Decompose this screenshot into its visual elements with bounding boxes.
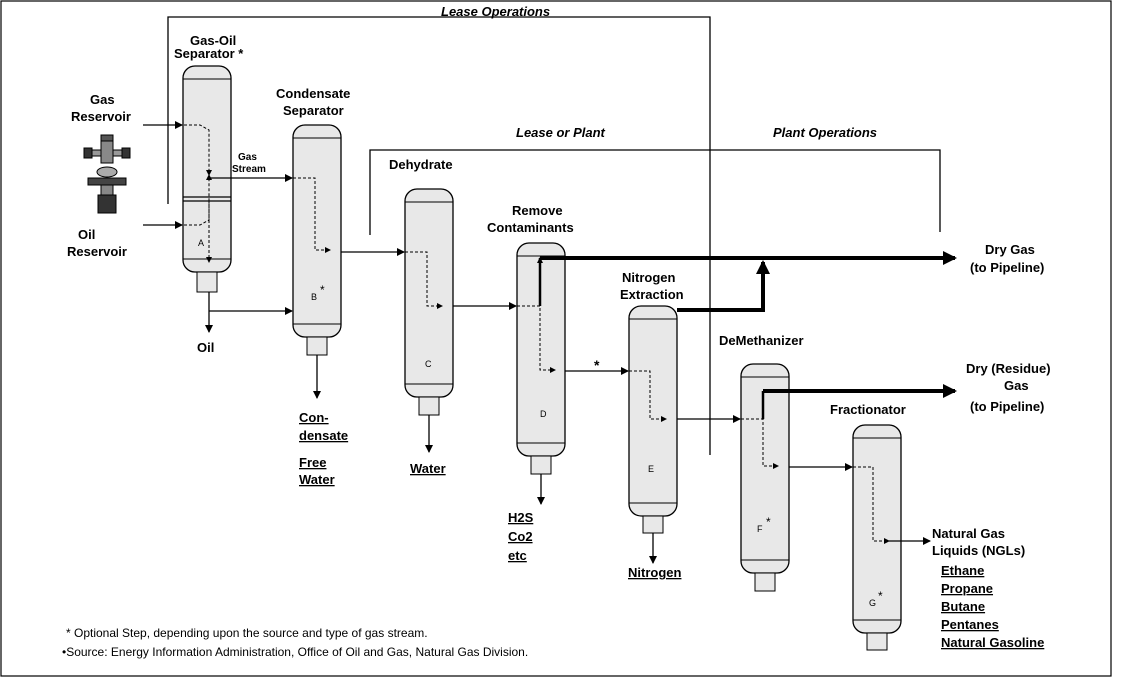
vessel-f-letter: F [757,524,763,534]
footnote-optional: * Optional Step, depending upon the sour… [66,626,428,640]
nitrogen-extraction-title-1: Nitrogen [622,270,676,285]
co2-label: Co2 [508,529,533,544]
ngl-title-2: Liquids (NGLs) [932,543,1025,558]
fractionator-vessel [852,424,902,651]
water-output-label: Water [410,461,446,476]
condensate-separator-title-2: Separator [283,103,344,118]
wellhead-icon [83,134,131,214]
vessel-c-internal [405,251,443,309]
vessel-e-letter: E [648,464,654,474]
vessel-a-internal-oil [184,174,212,226]
vessel-f-star: * [766,515,771,529]
ngl-item-ethane: Ethane [941,563,984,578]
gas-stream-label-2: Stream [232,164,266,175]
ngl-item-butane: Butane [941,599,985,614]
footnote-source: •Source: Energy Information Administrati… [62,645,528,659]
ngl-item-natural-gasoline: Natural Gasoline [941,635,1044,650]
nitrogen-to-dry-gas-arrow [677,260,770,312]
condensate-label-1: Con- [299,410,329,425]
gas-reservoir-label-2: Reservoir [71,109,131,124]
vessel-d-letter: D [540,409,547,419]
plant-operations-label: Plant Operations [773,125,877,140]
gas-stream-label-1: Gas [238,152,257,163]
vessel-a-internal-gas [184,124,212,176]
vessel-f-internal [741,418,779,469]
ngl-title-1: Natural Gas [932,526,1005,541]
gas-oil-separator-title-1: Gas-Oil [190,33,236,48]
gas-oil-separator-title-2: Separator * [174,46,244,61]
gas-reservoir-label-1: Gas [90,92,115,107]
ngl-item-propane: Propane [941,581,993,596]
remove-contaminants-title-2: Contaminants [487,220,574,235]
dehydrate-vessel [404,188,454,416]
h2s-label: H2S [508,510,534,525]
vessel-c-letter: C [425,359,432,369]
lease-or-plant-bracket [369,149,941,235]
etc-label: etc [508,548,527,563]
free-water-label-1: Free [299,455,326,470]
vessel-e-internal [629,370,667,422]
vessel-g-letter: G [869,598,876,608]
ngl-item-pentanes: Pentanes [941,617,999,632]
vessel-b-letter: B [311,292,317,302]
condensate-separator-vessel [292,124,342,356]
vessel-d-internal [517,305,556,373]
vessel-b-star: * [320,283,325,297]
gas-oil-separator-vessel [182,65,232,293]
oil-reservoir-label-1: Oil [78,227,95,242]
oil-reservoir-label-2: Reservoir [67,244,127,259]
optional-nitrogen-star: * [594,357,600,373]
nitrogen-extraction-title-2: Extraction [620,287,684,302]
condensate-label-2: densate [299,428,348,443]
vessel-a-letter: A [198,238,204,248]
condensate-separator-title-1: Condensate [276,86,350,101]
nitrogen-output-label: Nitrogen [628,565,682,580]
dry-residue-label-1: Dry (Residue) [966,361,1051,376]
oil-output-label: Oil [197,340,214,355]
dehydrate-title: Dehydrate [389,157,453,172]
vessel-g-star: * [878,589,883,603]
vessel-b-internal [293,177,331,253]
lease-operations-bracket [167,16,711,455]
lease-operations-label: Lease Operations [441,4,550,19]
nitrogen-extraction-vessel [628,305,678,534]
remove-contaminants-vessel [516,242,566,475]
free-water-label-2: Water [299,472,335,487]
demethanizer-vessel [740,363,790,592]
fractionator-title: Fractionator [830,402,906,417]
remove-contaminants-title-1: Remove [512,203,563,218]
dry-residue-label-3: (to Pipeline) [970,399,1044,414]
demethanizer-title: DeMethanizer [719,333,804,348]
vessel-g-internal [853,466,890,544]
dry-gas-label-1: Dry Gas [985,242,1035,257]
dry-residue-label-2: Gas [1004,378,1029,393]
dry-gas-label-2: (to Pipeline) [970,260,1044,275]
lease-or-plant-label: Lease or Plant [516,125,606,140]
